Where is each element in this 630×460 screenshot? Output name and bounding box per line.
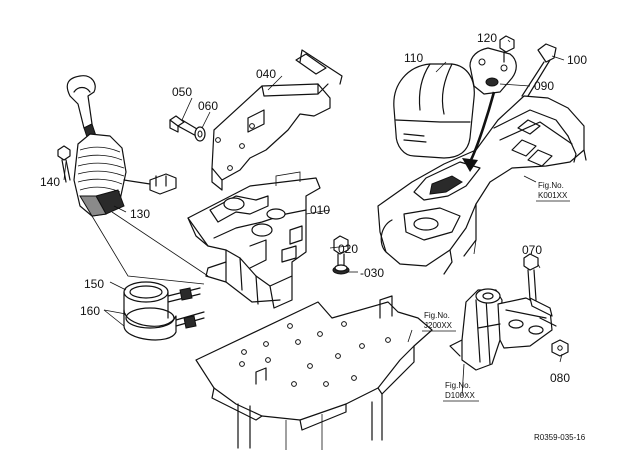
washer-030: [332, 264, 350, 275]
bolt-020: [333, 235, 349, 267]
bolt-050: [169, 115, 203, 139]
label-100: 100: [567, 53, 587, 67]
boot-130: [73, 133, 177, 217]
figure-ref-d100-fig: Fig.No.: [445, 381, 471, 390]
leader-lines: [63, 39, 565, 397]
nut-080: [551, 339, 569, 357]
lever-assembly: [449, 288, 557, 371]
drawing-code: R0359-035-16: [534, 433, 586, 442]
figure-ref-d100: Fig.No. D100XX: [443, 381, 479, 402]
label-070: 070: [522, 243, 542, 257]
floor-plate: [195, 295, 433, 450]
label-080: 080: [550, 371, 570, 385]
assembly-arrow-head: [462, 158, 478, 172]
bolt-100: [521, 43, 557, 97]
label-140: 140: [40, 175, 60, 189]
clamp-150: [123, 281, 201, 319]
assembly-arrow: [468, 91, 496, 163]
bracket-040: [211, 49, 343, 191]
joystick-lever: [66, 75, 97, 141]
label-130: 130: [130, 207, 150, 221]
figure-ref-j200: Fig.No. J200XX: [422, 311, 456, 332]
plate-090: [469, 47, 517, 95]
label-150: 150: [84, 277, 104, 291]
figure-ref-d100-code: D100XX: [445, 391, 475, 400]
figure-ref-k001: Fig.No. K001XX: [536, 181, 570, 202]
label-050: 050: [172, 85, 192, 99]
label-090: 090: [534, 79, 554, 93]
figure-ref-k001-code: K001XX: [538, 191, 568, 200]
label-110: 110: [404, 51, 423, 65]
bolt-070: [523, 253, 539, 301]
washer-060: [194, 126, 206, 142]
label-020: 020: [338, 242, 358, 256]
figure-ref-j200-fig: Fig.No.: [424, 311, 450, 320]
assembly-guide-lines: [91, 211, 209, 285]
label-120: 120: [477, 31, 497, 45]
figure-ref-k001-fig: Fig.No.: [538, 181, 564, 190]
bracket-010: [187, 171, 321, 309]
label-160: 160: [80, 304, 100, 318]
hose-160: [123, 307, 205, 341]
figure-ref-j200-code: J200XX: [424, 321, 453, 330]
label-030: -030: [360, 266, 384, 280]
label-060: 060: [198, 99, 218, 113]
console-cover: [377, 95, 587, 275]
label-040: 040: [256, 67, 276, 81]
armrest-110: [393, 63, 475, 159]
screw-140: [57, 145, 71, 183]
part-labels: 010 020 -030 040 050 060 070 080 090 100…: [40, 31, 587, 385]
bolt-120: [499, 35, 515, 63]
label-010: 010: [310, 203, 330, 217]
